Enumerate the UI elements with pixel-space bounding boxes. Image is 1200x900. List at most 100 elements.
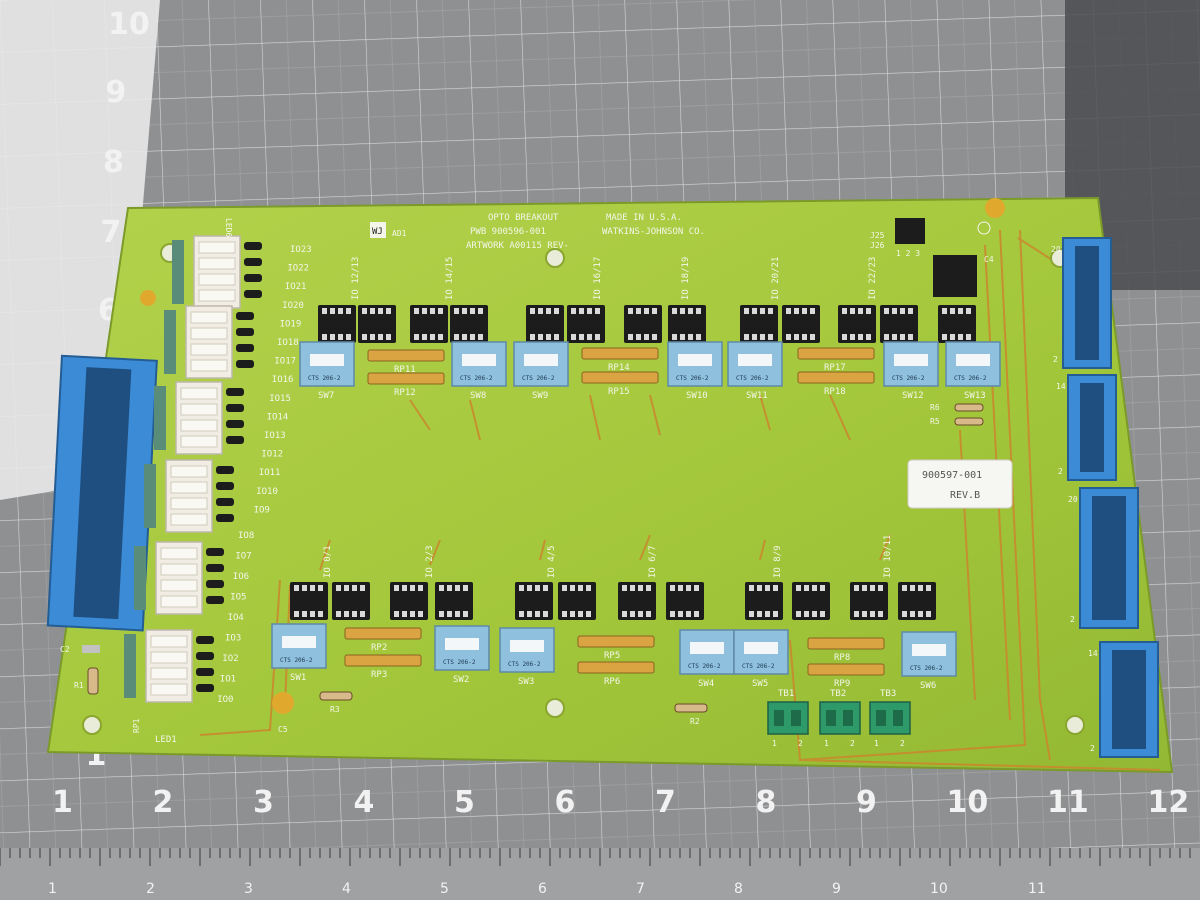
mat-number-bottom: 1 — [52, 785, 73, 820]
terminal-pin: 1 — [874, 739, 879, 748]
resistor-packs: RP11RP12RP14RP15RP17RP18RP2RP3RP5RP6RP8R… — [344, 347, 885, 689]
switch-part-label: CTS 206-2 — [688, 663, 721, 670]
io-label: IO4 — [228, 613, 244, 623]
ic-chip — [745, 582, 783, 620]
led-bargraph — [124, 629, 214, 703]
ic-chip — [526, 305, 564, 343]
io-label: IO20 — [282, 301, 304, 311]
io-labels-top: IO23IO22IO21IO20IO19IO18IO17IO16IO15IO14… — [254, 245, 312, 515]
mat-number-bottom: 3 — [253, 785, 274, 820]
c5-label: C5 — [278, 725, 288, 734]
switch-part-label: CTS 206-2 — [522, 375, 555, 382]
mat-number-left: 9 — [106, 75, 127, 110]
ribbon-header: 202 — [1068, 487, 1139, 629]
resistor-pack-label: RP8 — [834, 653, 850, 663]
led-bargraph — [172, 235, 262, 309]
switch-ref-label: SW12 — [902, 391, 924, 401]
switch-ref-label: SW10 — [686, 391, 708, 401]
ic-chip — [567, 305, 605, 343]
ic-chip — [390, 582, 428, 620]
switch-part-label: CTS 206-2 — [954, 375, 987, 382]
io-group-label: IO 6/7 — [648, 545, 658, 578]
switch-part-label: CTS 206-2 — [910, 665, 943, 672]
connector-pin-label: 20 — [1068, 495, 1078, 504]
mat-number-ruler: 6 — [538, 881, 547, 897]
resistor-pack: RP15 — [581, 371, 659, 397]
resistor-pack-label: RP3 — [371, 670, 387, 680]
mat-number-bottom: 4 — [354, 785, 375, 820]
terminal-label: TB2 — [830, 689, 846, 699]
io-label: IO22 — [287, 264, 309, 274]
resistor-pack-label: RP2 — [371, 643, 387, 653]
ic-chip — [782, 305, 820, 343]
resistor-pack: RP6 — [577, 661, 655, 687]
io-group-label: IO 14/15 — [445, 257, 455, 300]
c4-label: C4 — [984, 255, 994, 264]
ic-chip — [290, 582, 328, 620]
switch-part-label: CTS 206-2 — [508, 661, 541, 668]
ic-chip — [332, 582, 370, 620]
board-pwb: PWB 900596-001 — [470, 227, 546, 237]
io-label: IO14 — [267, 412, 289, 422]
ic-chip — [515, 582, 553, 620]
made-in: MADE IN U.S.A. — [606, 213, 682, 223]
mat-number-ruler: 10 — [930, 881, 948, 897]
sticker-part-number: 900597-001 — [922, 470, 982, 481]
led-bargraph — [144, 459, 234, 533]
connector-pin-label: 14 — [1088, 649, 1098, 658]
switch-ref-label: SW2 — [453, 675, 469, 685]
connector-pin-label: 2 — [1058, 467, 1063, 476]
ic-chip — [410, 305, 448, 343]
terminal-label: TB1 — [778, 689, 794, 699]
io-label: IO6 — [233, 572, 249, 582]
board-title: OPTO BREAKOUT — [488, 213, 559, 223]
io-label: IO7 — [235, 552, 251, 562]
mat-number-ruler: 1 — [48, 881, 57, 897]
led-stacks — [124, 235, 262, 703]
resistor-pack-label: RP12 — [394, 388, 416, 398]
io-label: IO16 — [272, 375, 294, 385]
r5-label: R5 — [930, 417, 940, 426]
c2-label: C2 — [60, 645, 70, 654]
ic-chip — [740, 305, 778, 343]
ad1-label: AD1 — [392, 229, 407, 238]
switch-part-label: CTS 206-2 — [676, 375, 709, 382]
terminal-pin: 2 — [850, 739, 855, 748]
io-label: IO9 — [254, 505, 270, 515]
mat-number-ruler: 9 — [832, 881, 841, 897]
terminal-pin: 2 — [900, 739, 905, 748]
led1-label: LED1 — [155, 735, 177, 745]
led-bargraph — [164, 305, 254, 379]
io-group-label: IO 16/17 — [593, 257, 603, 300]
connector-pin-label: 20 — [1051, 245, 1061, 254]
switch-ref-label: SW3 — [518, 677, 534, 687]
r1-label: R1 — [74, 681, 84, 690]
ic-chip — [938, 305, 976, 343]
ribbon-header: 142 — [1088, 641, 1159, 758]
switch-ref-label: SW6 — [920, 681, 936, 691]
resistor-pack: RP14 — [581, 347, 659, 373]
r2-label: R2 — [690, 717, 700, 726]
resistor-pack-label: RP17 — [824, 363, 846, 373]
resistor-pack-label: RP5 — [604, 651, 620, 661]
ic-chip — [435, 582, 473, 620]
resistor-pack-label: RP9 — [834, 679, 850, 689]
switch-ref-label: SW8 — [470, 391, 486, 401]
resistor-pack: RP17 — [797, 347, 875, 373]
io-label: IO21 — [285, 282, 307, 292]
ic-chip — [668, 305, 706, 343]
io-label: IO8 — [238, 531, 254, 541]
ic-chip — [880, 305, 918, 343]
switch-part-label: CTS 206-2 — [308, 375, 341, 382]
r3-label: R3 — [330, 705, 340, 714]
logo-mark: WJ — [372, 227, 383, 237]
